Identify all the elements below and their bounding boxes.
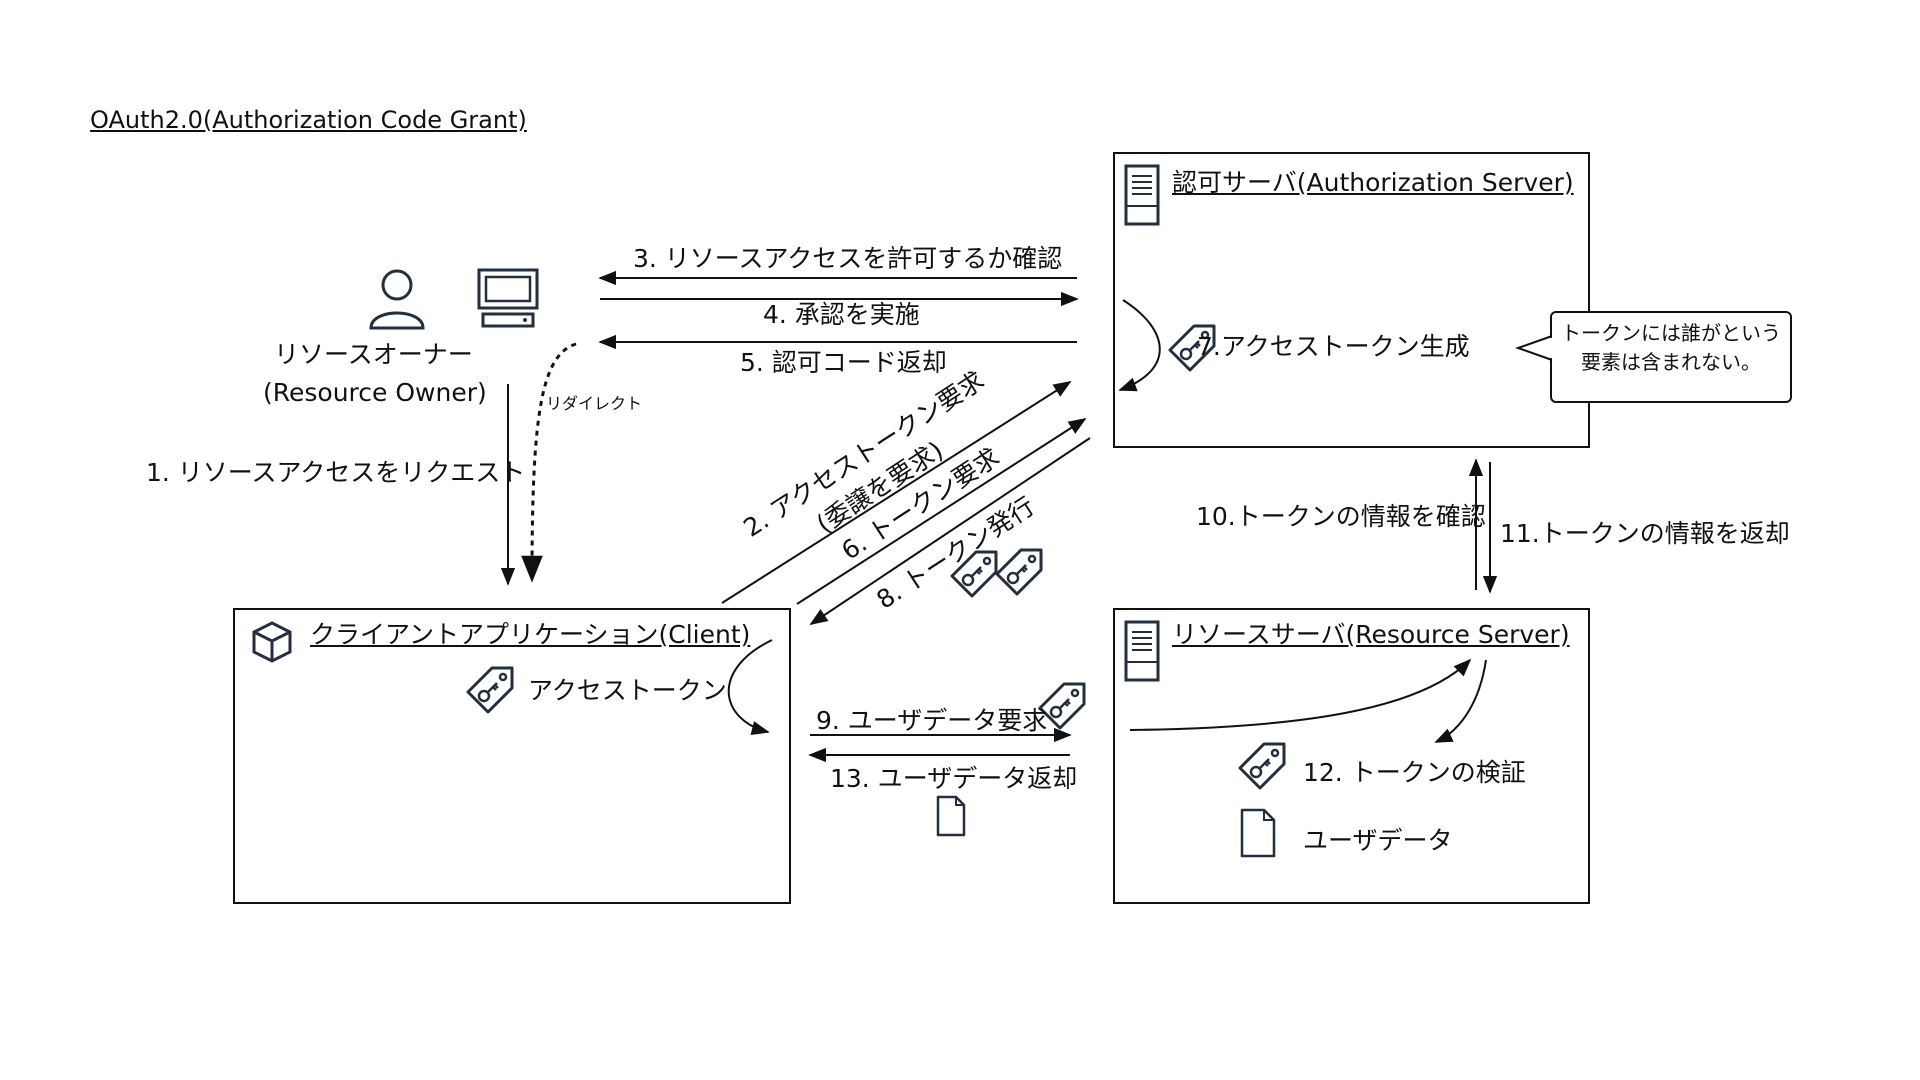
callout-join	[1550, 338, 1554, 358]
arrow-step6	[796, 418, 1087, 605]
arrow-rs-curve-up	[1129, 658, 1472, 731]
tag-key-icon	[1238, 742, 1286, 790]
redirect-label: リダイレクト	[546, 394, 643, 413]
client-box	[233, 608, 791, 904]
arrow-client-curve	[727, 639, 773, 736]
callout-note: トークンには誰がという 要素は含まれない。	[1550, 311, 1792, 403]
document-icon	[1240, 808, 1276, 858]
arrow-redirect	[521, 342, 577, 583]
package-icon	[252, 621, 292, 663]
tag-key-icon	[466, 666, 514, 714]
auth-server-title: 認可サーバ(Authorization Server)	[1172, 168, 1574, 197]
tag-key-icon	[995, 548, 1043, 596]
client-title: クライアントアプリケーション(Client)	[310, 620, 751, 649]
step12-label: 12. トークンの検証	[1303, 758, 1526, 787]
step5-label: 5. 認可コード返却	[740, 348, 947, 377]
step4-label: 4. 承認を実施	[763, 300, 920, 329]
step7-label: 7.アクセストークン生成	[1197, 332, 1470, 361]
authorization-server-box	[1113, 152, 1590, 448]
tag-key-icon	[1168, 324, 1216, 372]
tag-key-icon	[1038, 682, 1086, 730]
step3-label: 3. リソースアクセスを許可するか確認	[633, 244, 1063, 273]
step13-label: 13. ユーザデータ返却	[830, 764, 1078, 793]
arrow-step2	[721, 381, 1072, 604]
resource-owner-label-en: (Resource Owner)	[263, 378, 487, 407]
diagram-title: OAuth2.0(Authorization Code Grant)	[90, 106, 527, 134]
tag-key-icon	[950, 550, 998, 598]
step9-label: 9. ユーザデータ要求	[816, 706, 1048, 735]
arrow-step7-curve	[1118, 299, 1161, 392]
callout-line2: 要素は含まれない。	[1581, 350, 1761, 374]
computer-icon	[477, 268, 539, 328]
step1-label: 1. リソースアクセスをリクエスト	[146, 458, 526, 487]
arrow-rs-curve-down	[1434, 659, 1487, 743]
server-icon	[1124, 620, 1160, 682]
access-token-label: アクセストークン	[528, 676, 727, 705]
server-icon	[1124, 164, 1160, 226]
step11-label: 11.トークンの情報を返却	[1500, 519, 1790, 548]
resource-owner-label: リソースオーナー	[274, 340, 473, 369]
resource-server-title: リソースサーバ(Resource Server)	[1172, 620, 1570, 649]
person-icon	[369, 269, 425, 330]
document-icon	[936, 795, 966, 837]
callout-line1: トークンには誰がという	[1561, 321, 1781, 345]
arrow-step8	[809, 437, 1091, 625]
user-data-label: ユーザデータ	[1303, 826, 1453, 855]
resource-server-box	[1113, 608, 1590, 904]
step10-label: 10.トークンの情報を確認	[1196, 502, 1486, 531]
